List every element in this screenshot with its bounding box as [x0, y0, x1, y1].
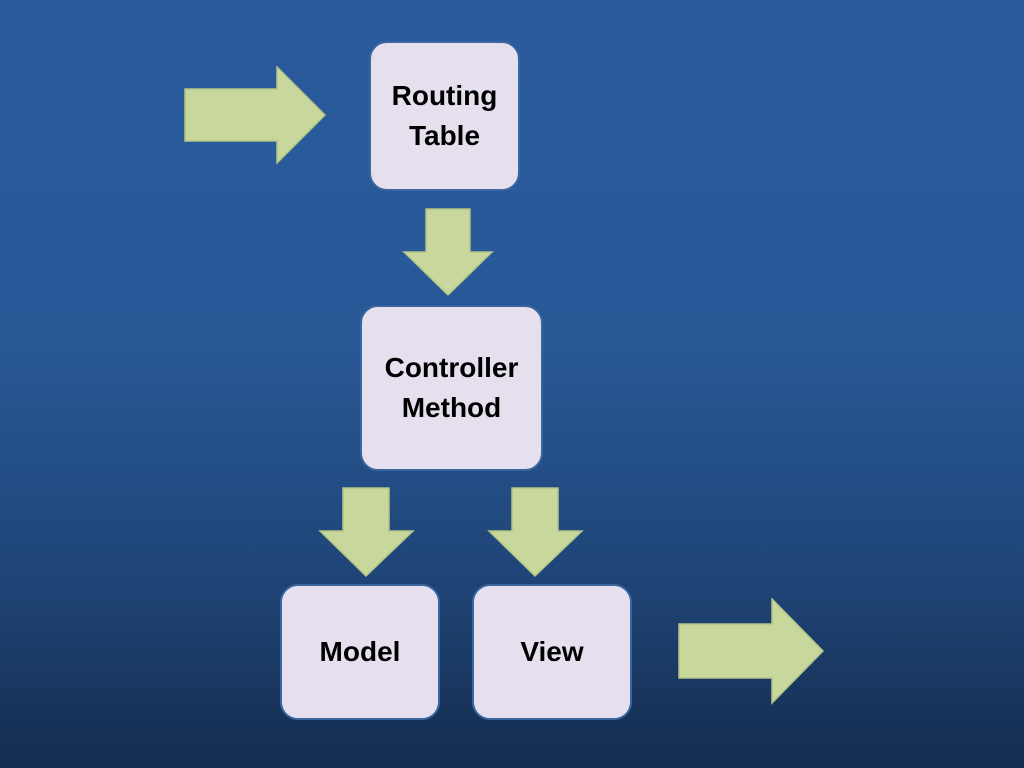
view-node: View [472, 584, 632, 720]
routing-table-label-line1: Routing [391, 80, 498, 111]
routing-table-node: Routing Table [369, 41, 520, 191]
controller-method-node: Controller Method [360, 305, 543, 471]
controller-method-label-line1: Controller [384, 352, 519, 383]
output-arrow [678, 598, 826, 706]
model-label: Model [319, 636, 401, 667]
input-arrow [184, 66, 328, 166]
routing-to-controller-arrow [402, 208, 494, 298]
routing-table-label-line2: Table [408, 120, 481, 151]
model-node: Model [280, 584, 440, 720]
controller-method-label-line2: Method [401, 392, 502, 423]
controller-to-view-arrow [487, 487, 585, 579]
view-label: View [520, 636, 584, 667]
controller-to-model-arrow [318, 487, 416, 579]
